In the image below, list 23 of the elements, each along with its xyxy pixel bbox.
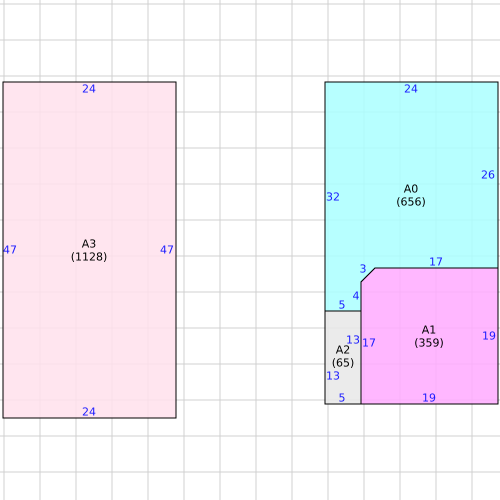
dimension-label: 26 bbox=[481, 168, 495, 182]
area-label: (359) bbox=[414, 336, 444, 349]
dimension-label: 24 bbox=[82, 406, 96, 418]
dimension-label: 19 bbox=[422, 392, 436, 404]
dimension-label: 5 bbox=[338, 298, 346, 312]
dimension-label: 17 bbox=[362, 336, 376, 350]
room-label: A0 bbox=[404, 182, 418, 195]
dimension-label: 5 bbox=[338, 392, 346, 404]
dimension-label: 4 bbox=[352, 290, 360, 302]
area-label: (65) bbox=[332, 356, 354, 369]
dimension-label: 47 bbox=[160, 244, 174, 256]
dimension-label: 24 bbox=[82, 82, 96, 96]
dimension-label: 32 bbox=[326, 190, 340, 204]
dimension-label: 17 bbox=[429, 256, 443, 268]
dimension-label: 3 bbox=[360, 262, 366, 276]
dimension-label: 13 bbox=[326, 370, 340, 382]
dimension-label: 24 bbox=[404, 82, 418, 96]
area-label: (1128) bbox=[70, 250, 108, 263]
room-label: A1 bbox=[422, 323, 436, 336]
dimension-label: 47 bbox=[3, 244, 17, 256]
room-label: A3 bbox=[82, 237, 96, 250]
area-label: (656) bbox=[396, 195, 426, 208]
dimension-label: 19 bbox=[482, 330, 496, 342]
